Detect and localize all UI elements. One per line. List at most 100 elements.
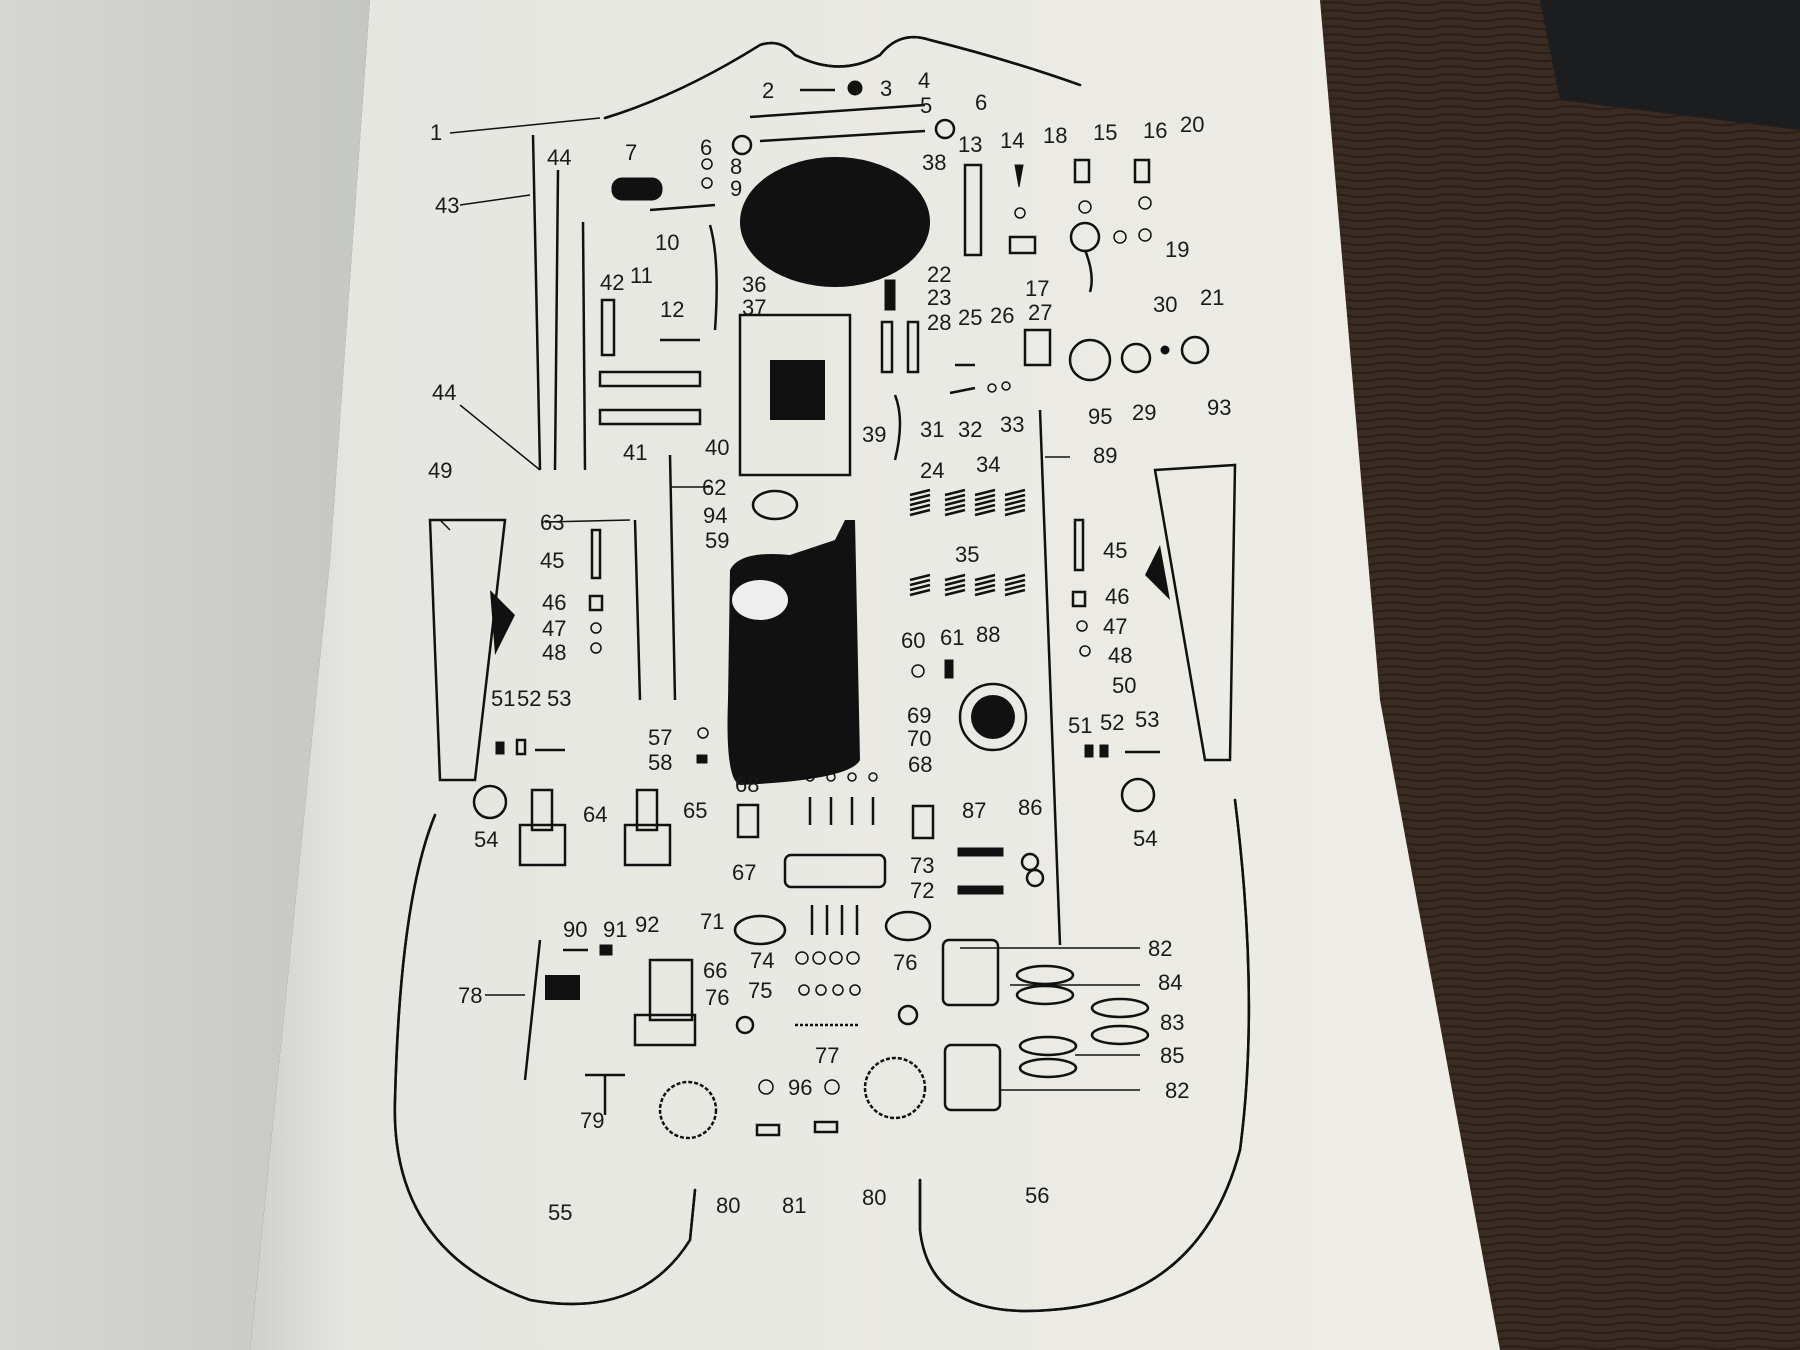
part-label-45: 45 <box>540 548 564 573</box>
part-label-10: 10 <box>655 230 679 255</box>
part-label-29: 29 <box>1132 400 1156 425</box>
part-label-43: 43 <box>435 193 459 218</box>
part-label-90: 90 <box>563 917 587 942</box>
part-label-31: 31 <box>920 417 944 442</box>
part-label-88: 88 <box>976 622 1000 647</box>
part-label-81: 81 <box>782 1193 806 1218</box>
part-label-22: 22 <box>927 262 951 287</box>
part-label-11: 11 <box>630 263 653 288</box>
part-label-51: 51 <box>491 686 515 711</box>
left-fork-cover-part <box>428 518 507 782</box>
part-label-32: 32 <box>958 417 982 442</box>
part-label-46: 46 <box>1105 584 1129 609</box>
part-label-38: 38 <box>922 150 946 175</box>
part-label-1: 1 <box>430 120 442 145</box>
main-page <box>250 0 1500 1350</box>
part-label-77: 77 <box>815 1043 839 1068</box>
part-label-58: 58 <box>648 750 672 775</box>
part-label-66: 66 <box>703 958 727 983</box>
part-label-44: 44 <box>547 145 571 170</box>
part-label-4: 4 <box>918 68 930 93</box>
part-label-65: 65 <box>683 798 707 823</box>
part-label-45: 45 <box>1103 538 1127 563</box>
part-label-20: 20 <box>1180 112 1204 137</box>
part-label-67: 67 <box>732 860 756 885</box>
part-label-30: 30 <box>1153 292 1177 317</box>
part-label-48: 48 <box>542 640 566 665</box>
part-label-73: 73 <box>910 853 934 878</box>
part-label-71: 71 <box>700 909 724 934</box>
part-label-83: 83 <box>1160 1010 1184 1035</box>
part-label-53: 53 <box>1135 707 1159 732</box>
part-label-69: 69 <box>907 703 931 728</box>
part-label-94: 94 <box>703 503 727 528</box>
part-label-54: 54 <box>1133 826 1157 851</box>
part-label-54: 54 <box>474 827 498 852</box>
part-label-42: 42 <box>600 270 624 295</box>
part-label-57: 57 <box>648 725 672 750</box>
part-label-46: 46 <box>542 590 566 615</box>
part-label-91: 91 <box>603 917 627 942</box>
part-label-59: 59 <box>705 528 729 553</box>
part-label-27: 27 <box>1028 300 1052 325</box>
part-label-55: 55 <box>548 1200 572 1225</box>
part-label-70: 70 <box>907 726 931 751</box>
part-label-61: 61 <box>940 625 964 650</box>
part-label-47: 47 <box>542 616 566 641</box>
part-number-labels: 1 2 3 4 5 6 6 7 8 9 10 11 12 13 14 15 16… <box>428 68 1231 1225</box>
part-label-44: 44 <box>432 380 456 405</box>
part-label-84: 84 <box>1158 970 1182 995</box>
dark-object <box>1540 0 1800 130</box>
part-label-15: 15 <box>1093 120 1117 145</box>
part-label-9: 9 <box>730 176 742 201</box>
part-label-60: 60 <box>901 628 925 653</box>
part-label-74: 74 <box>750 948 774 973</box>
part-label-50: 50 <box>1112 673 1136 698</box>
part-label-34: 34 <box>976 452 1000 477</box>
part-label-41: 41 <box>623 440 647 465</box>
oil-tank-part <box>727 520 860 785</box>
part-label-75: 75 <box>748 978 772 1003</box>
part-label-56: 56 <box>1025 1183 1049 1208</box>
right-fork-cover-part <box>1153 463 1237 762</box>
part-label-6: 6 <box>975 90 987 115</box>
oval-cover-part <box>740 157 930 287</box>
part-label-62: 62 <box>702 475 726 500</box>
part-label-72: 72 <box>910 878 934 903</box>
part-label-76: 76 <box>705 985 729 1010</box>
gasket-set-part <box>738 313 852 477</box>
part-label-82: 82 <box>1165 1078 1189 1103</box>
part-label-28: 28 <box>927 310 951 335</box>
part-label-92: 92 <box>635 912 659 937</box>
part-label-51: 51 <box>1068 713 1092 738</box>
part-label-95: 95 <box>1088 404 1112 429</box>
part-label-79: 79 <box>580 1108 604 1133</box>
part-label-53: 53 <box>547 686 571 711</box>
part-label-13: 13 <box>958 132 982 157</box>
part-label-21: 21 <box>1200 285 1224 310</box>
part-label-80: 80 <box>716 1193 740 1218</box>
part-label-16: 16 <box>1143 118 1167 143</box>
part-label-39: 39 <box>862 422 886 447</box>
part-label-68: 68 <box>908 752 932 777</box>
part-label-85: 85 <box>1160 1043 1184 1068</box>
part-label-40: 40 <box>705 435 729 460</box>
part-label-2: 2 <box>762 78 774 103</box>
part-label-14: 14 <box>1000 128 1024 153</box>
part-label-36: 36 <box>742 272 766 297</box>
part-label-68: 68 <box>735 772 759 797</box>
part-label-33: 33 <box>1000 412 1024 437</box>
part-label-64: 64 <box>583 802 607 827</box>
part-label-86: 86 <box>1018 795 1042 820</box>
part-label-6: 6 <box>700 135 712 160</box>
part-label-23: 23 <box>927 285 951 310</box>
part-label-19: 19 <box>1165 237 1189 262</box>
part-label-26: 26 <box>990 303 1014 328</box>
part-label-37: 37 <box>742 295 766 320</box>
part-label-12: 12 <box>660 297 684 322</box>
part-label-48: 48 <box>1108 643 1132 668</box>
parts-drawings <box>393 35 1251 1313</box>
part-label-3: 3 <box>880 76 892 101</box>
part-label-52: 52 <box>1100 710 1124 735</box>
